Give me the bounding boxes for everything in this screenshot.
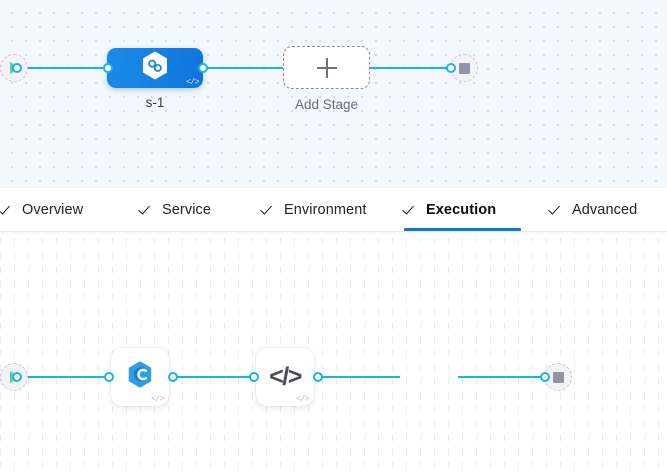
tab-service-label: Service	[162, 201, 212, 218]
step-edge-start-to-fetch	[22, 376, 112, 378]
tab-advanced[interactable]: Advanced	[550, 188, 660, 231]
fetch-instances-hexagon-icon	[127, 361, 153, 394]
step-port-fetch-in[interactable]	[104, 372, 114, 382]
step-edge-fetch-to-sh1	[174, 376, 256, 378]
stage-config-tab-bar: Overview Service Environment Execution A…	[0, 188, 667, 232]
stage-edge-s1-to-add	[198, 67, 284, 69]
stage-edge-start-to-s1	[22, 67, 116, 69]
tab-overview-label: Overview	[22, 201, 84, 218]
add-stage-button[interactable]	[283, 46, 370, 89]
stage-port-start-out[interactable]	[12, 63, 22, 73]
tab-environment-label: Environment	[284, 201, 367, 218]
tab-underline-active	[404, 228, 521, 231]
step-port-fetch-out[interactable]	[168, 372, 178, 382]
check-icon	[550, 203, 563, 216]
stage-node-s1[interactable]: </>	[107, 48, 203, 88]
check-icon	[262, 203, 275, 216]
stage-port-s1-in[interactable]	[103, 63, 113, 73]
tab-execution[interactable]: Execution	[404, 188, 521, 231]
step-code-badge-icon: </>	[151, 395, 164, 404]
stage-port-s1-out[interactable]	[198, 63, 208, 73]
check-icon	[0, 203, 13, 216]
shell-script-code-icon: </>	[269, 362, 302, 391]
step-edge-add-to-end	[458, 376, 544, 378]
check-icon	[404, 203, 417, 216]
tab-environment[interactable]: Environment	[262, 188, 390, 231]
step-node-fetch-instances[interactable]: </>	[111, 348, 169, 406]
execution-end-node[interactable]	[544, 363, 572, 391]
execution-step-canvas[interactable]: </> Fetch Instances </> </> sh-1 Add Ste…	[0, 231, 667, 475]
step-port-sh1-out[interactable]	[313, 372, 323, 382]
plus-icon	[316, 57, 337, 78]
tab-overview[interactable]: Overview	[0, 188, 110, 231]
stop-icon	[552, 371, 564, 383]
tab-execution-label: Execution	[426, 201, 497, 218]
stop-icon	[458, 62, 470, 74]
step-node-sh1[interactable]: </> </>	[256, 348, 314, 406]
step-port-sh1-in[interactable]	[249, 372, 259, 382]
tab-service[interactable]: Service	[140, 188, 240, 231]
stage-edge-add-to-end	[370, 67, 452, 69]
stage-port-end-in[interactable]	[446, 63, 456, 73]
stage-canvas[interactable]: </> s-1 Add Stage	[0, 0, 667, 188]
step-port-start-out[interactable]	[12, 372, 22, 382]
add-stage-label: Add Stage	[294, 97, 359, 112]
service-hexagon-icon	[141, 51, 169, 86]
step-code-badge-icon: </>	[296, 395, 309, 404]
check-icon	[140, 203, 153, 216]
step-port-end-in[interactable]	[540, 372, 550, 382]
step-edge-sh1-to-add	[318, 376, 400, 378]
tab-advanced-label: Advanced	[572, 201, 638, 218]
stage-code-badge-icon: </>	[186, 78, 199, 87]
stage-node-s1-label: s-1	[145, 95, 165, 110]
